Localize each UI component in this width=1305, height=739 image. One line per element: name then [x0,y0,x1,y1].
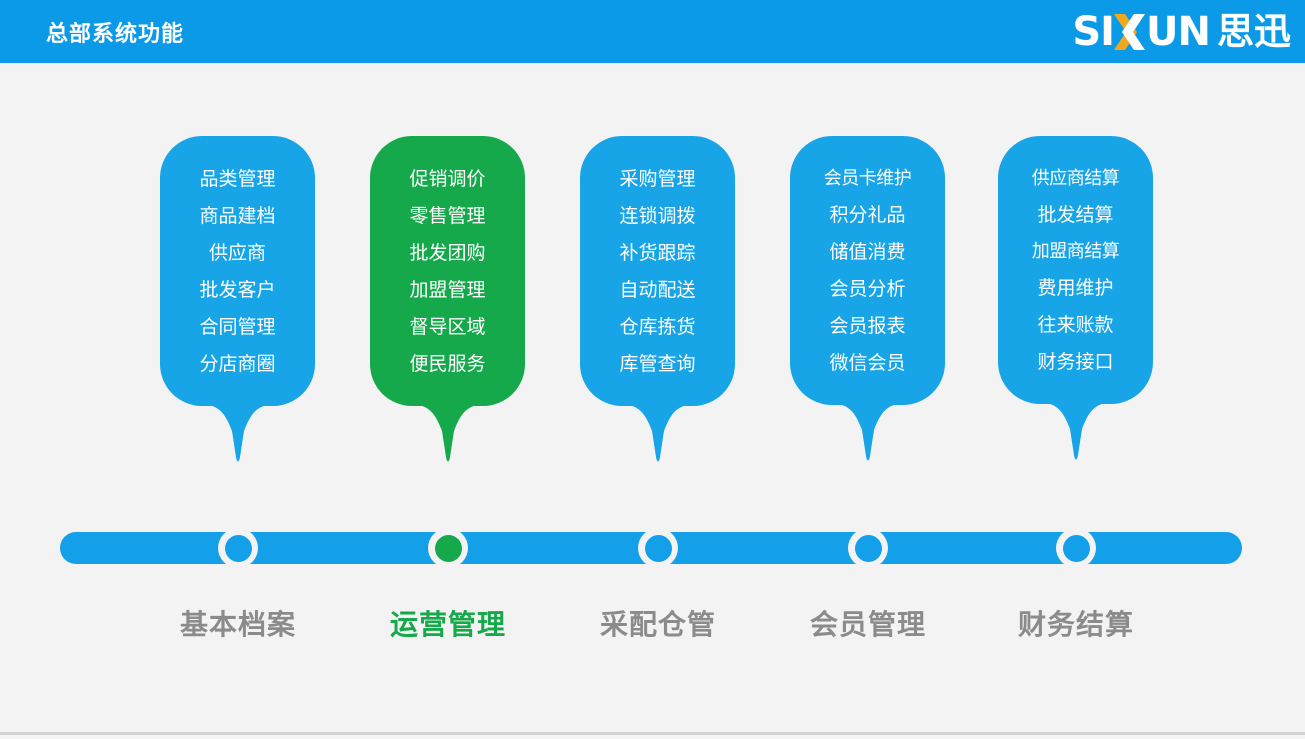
category-labels: 基本档案 运营管理 采配仓管 会员管理 财务结算 [60,603,1242,653]
feature-item[interactable]: 库管查询 [619,353,696,375]
feature-item[interactable]: 供应商结算 [1031,168,1120,189]
feature-item[interactable]: 连锁调拨 [619,205,696,227]
feature-item[interactable]: 便民服务 [409,353,486,375]
feature-item[interactable]: 自动配送 [619,279,696,301]
feature-item[interactable]: 储值消费 [829,241,906,263]
feature-item[interactable]: 督导区域 [409,316,486,338]
timeline-node-membership[interactable] [848,528,888,568]
timeline-bar [60,528,1242,568]
feature-item[interactable]: 批发结算 [1037,204,1114,226]
logo-latin-after: UN [1146,8,1211,55]
feature-item[interactable]: 零售管理 [409,205,486,227]
logo-chinese-text: 思迅 [1217,10,1291,53]
feature-item[interactable]: 供应商 [208,242,266,264]
card-pointer-icon [207,405,268,467]
feature-item[interactable]: 商品建档 [199,205,276,227]
card-pointer-icon [417,405,478,467]
feature-item[interactable]: 会员分析 [829,278,906,300]
feature-card[interactable]: 品类管理 商品建档 供应商 批发客户 合同管理 分店商圈 [160,136,315,462]
feature-card[interactable]: 供应商结算 批发结算 加盟商结算 费用维护 往来账款 财务接口 [998,136,1153,460]
feature-item[interactable]: 促销调价 [409,168,486,190]
bottom-divider [0,732,1305,735]
feature-item[interactable]: 合同管理 [199,316,276,338]
feature-item[interactable]: 微信会员 [829,352,906,374]
feature-item[interactable]: 加盟管理 [409,279,486,301]
logo-latin-before: SI [1072,8,1115,55]
feature-column-membership: 会员卡维护 积分礼品 储值消费 会员分析 会员报表 微信会员 [790,136,945,461]
timeline-node-dot [1062,534,1090,562]
diagram-stage: 品类管理 商品建档 供应商 批发客户 合同管理 分店商圈 促销调价 零售管理 批… [0,63,1305,735]
feature-item[interactable]: 分店商圈 [199,353,276,375]
category-label-purchasing-warehouse[interactable]: 采配仓管 [599,608,716,641]
card-pointer-icon [837,404,898,466]
feature-item[interactable]: 积分礼品 [829,204,906,226]
feature-card[interactable]: 采购管理 连锁调拨 补货跟踪 自动配送 仓库拣货 库管查询 [580,136,735,462]
feature-item[interactable]: 仓库拣货 [619,316,696,338]
timeline-node-dot [854,534,882,562]
feature-card[interactable]: 会员卡维护 积分礼品 储值消费 会员分析 会员报表 微信会员 [790,136,945,461]
feature-item[interactable]: 补货跟踪 [619,242,696,264]
timeline-node-purchasing-warehouse[interactable] [638,528,678,568]
category-label-finance-settlement[interactable]: 财务结算 [1017,608,1134,641]
page-title: 总部系统功能 [46,21,185,47]
feature-item[interactable]: 品类管理 [199,168,276,190]
timeline-node-dot [644,534,672,562]
feature-item[interactable]: 会员卡维护 [823,168,912,189]
timeline-node-dot [224,534,252,562]
feature-item[interactable]: 财务接口 [1037,351,1114,373]
category-label-operations[interactable]: 运营管理 [389,608,506,641]
feature-item[interactable]: 往来账款 [1037,314,1114,336]
feature-column-operations: 促销调价 零售管理 批发团购 加盟管理 督导区域 便民服务 [370,136,525,462]
card-pointer-icon [627,405,688,467]
feature-column-basic-archive: 品类管理 商品建档 供应商 批发客户 合同管理 分店商圈 [160,136,315,462]
logo-x-icon [1113,12,1147,52]
feature-card[interactable]: 促销调价 零售管理 批发团购 加盟管理 督导区域 便民服务 [370,136,525,462]
feature-item[interactable]: 会员报表 [829,315,906,337]
category-label-basic-archive[interactable]: 基本档案 [179,608,296,641]
feature-item[interactable]: 加盟商结算 [1031,241,1120,262]
feature-item[interactable]: 采购管理 [619,168,696,190]
page-header: 总部系统功能 SI UN 思迅 [0,0,1305,63]
feature-item[interactable]: 费用维护 [1037,277,1114,299]
feature-column-finance-settlement: 供应商结算 批发结算 加盟商结算 费用维护 往来账款 财务接口 [998,136,1153,460]
feature-item[interactable]: 批发团购 [409,242,486,264]
logo-latin-text: SI UN [1072,8,1211,55]
timeline-node-dot [434,534,462,562]
feature-columns: 品类管理 商品建档 供应商 批发客户 合同管理 分店商圈 促销调价 零售管理 批… [60,63,1245,735]
feature-column-purchasing-warehouse: 采购管理 连锁调拨 补货跟踪 自动配送 仓库拣货 库管查询 [580,136,735,462]
brand-logo: SI UN 思迅 [1072,12,1291,52]
card-pointer-icon [1045,403,1106,465]
timeline-node-operations[interactable] [428,528,468,568]
timeline-node-finance-settlement[interactable] [1056,528,1096,568]
category-label-membership[interactable]: 会员管理 [809,608,926,641]
feature-item[interactable]: 批发客户 [199,279,276,301]
timeline-node-basic-archive[interactable] [218,528,258,568]
